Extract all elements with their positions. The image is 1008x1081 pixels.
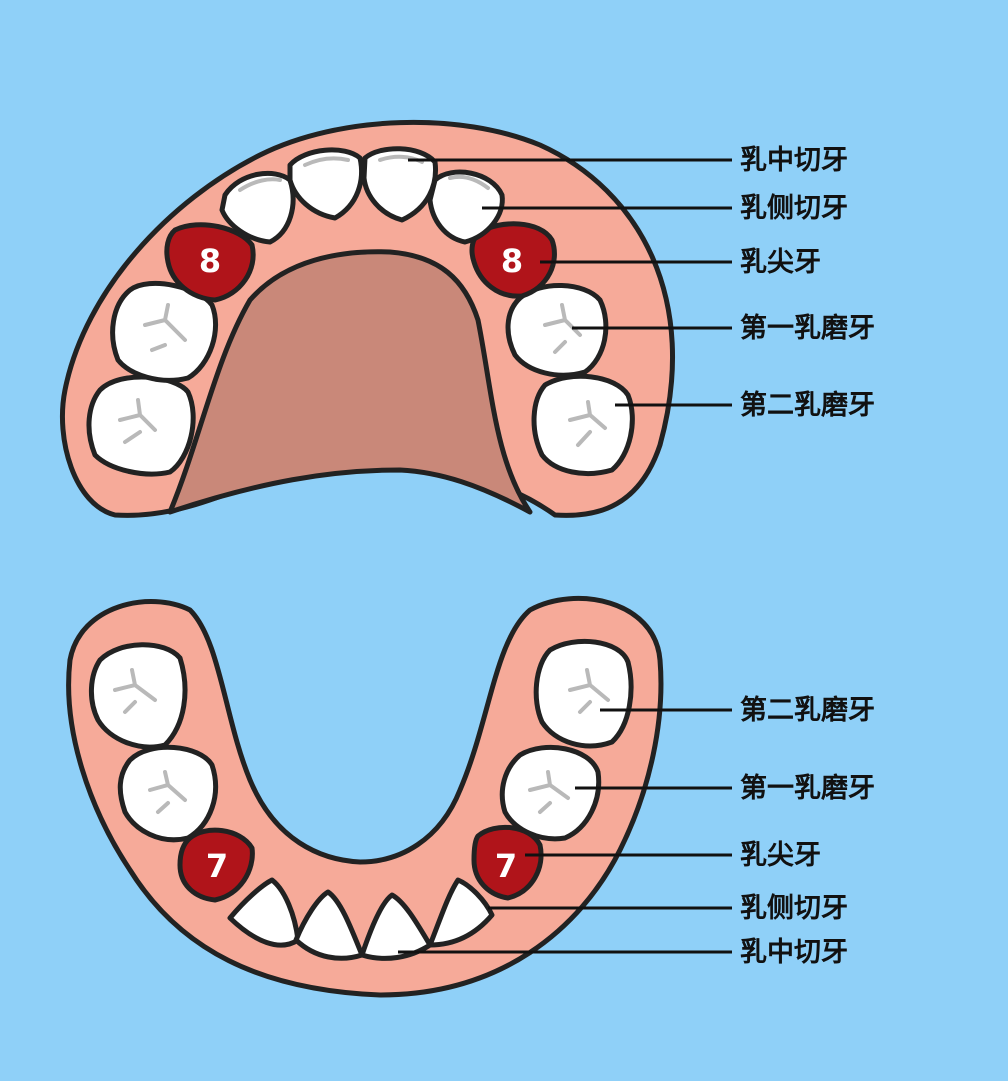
- label-upper-canine: 乳尖牙: [740, 247, 821, 278]
- upper-arch: [59, 119, 675, 518]
- lower-central-incisor-right: [359, 892, 433, 961]
- label-lower-lateral-incisor: 乳侧切牙: [740, 893, 848, 924]
- lower-lateral-incisor-left: [227, 877, 301, 948]
- lower-canine-left[interactable]: [177, 827, 255, 903]
- upper-central-incisor-right: [361, 146, 439, 223]
- label-lower-first-molar: 第一乳磨牙: [740, 773, 875, 804]
- lower-canine-left-number: 7: [206, 847, 228, 885]
- upper-canine-left[interactable]: [164, 222, 256, 303]
- label-upper-first-molar: 第一乳磨牙: [740, 313, 875, 344]
- lower-molar-2-left: [88, 642, 188, 750]
- label-upper-lateral-incisor: 乳侧切牙: [740, 193, 848, 224]
- upper-palate: [167, 249, 533, 515]
- lower-tooth-details: [113, 668, 610, 814]
- lower-central-incisor-left: [293, 889, 365, 961]
- upper-central-incisor-left: [287, 147, 365, 221]
- upper-tooth-details: [118, 154, 607, 447]
- lower-leader-lines: [398, 708, 732, 954]
- lower-molar-1-left: [117, 744, 218, 843]
- lower-canine-right[interactable]: [471, 824, 544, 901]
- lower-molar-2-right: [533, 638, 634, 749]
- label-lower-canine: 乳尖牙: [740, 840, 821, 871]
- upper-molar-1-right: [505, 283, 609, 378]
- label-lower-second-molar: 第二乳磨牙: [740, 695, 875, 726]
- label-lower-central-incisor: 乳中切牙: [740, 937, 848, 968]
- upper-canine-left-number: 8: [199, 242, 221, 280]
- lower-arch: [66, 595, 664, 998]
- label-upper-central-incisor: 乳中切牙: [740, 145, 848, 176]
- lower-molar-1-right: [499, 744, 602, 842]
- upper-lateral-incisor-right: [427, 169, 505, 245]
- upper-molar-2-right: [531, 373, 635, 476]
- lower-canine-right-number: 7: [495, 847, 517, 885]
- upper-molar-2-left: [86, 374, 196, 477]
- label-upper-second-molar: 第二乳磨牙: [740, 390, 875, 421]
- upper-canine-right-number: 8: [501, 242, 523, 280]
- lower-lateral-incisor-right: [427, 877, 495, 948]
- upper-canine-right[interactable]: [469, 221, 557, 299]
- upper-leader-lines: [408, 158, 732, 407]
